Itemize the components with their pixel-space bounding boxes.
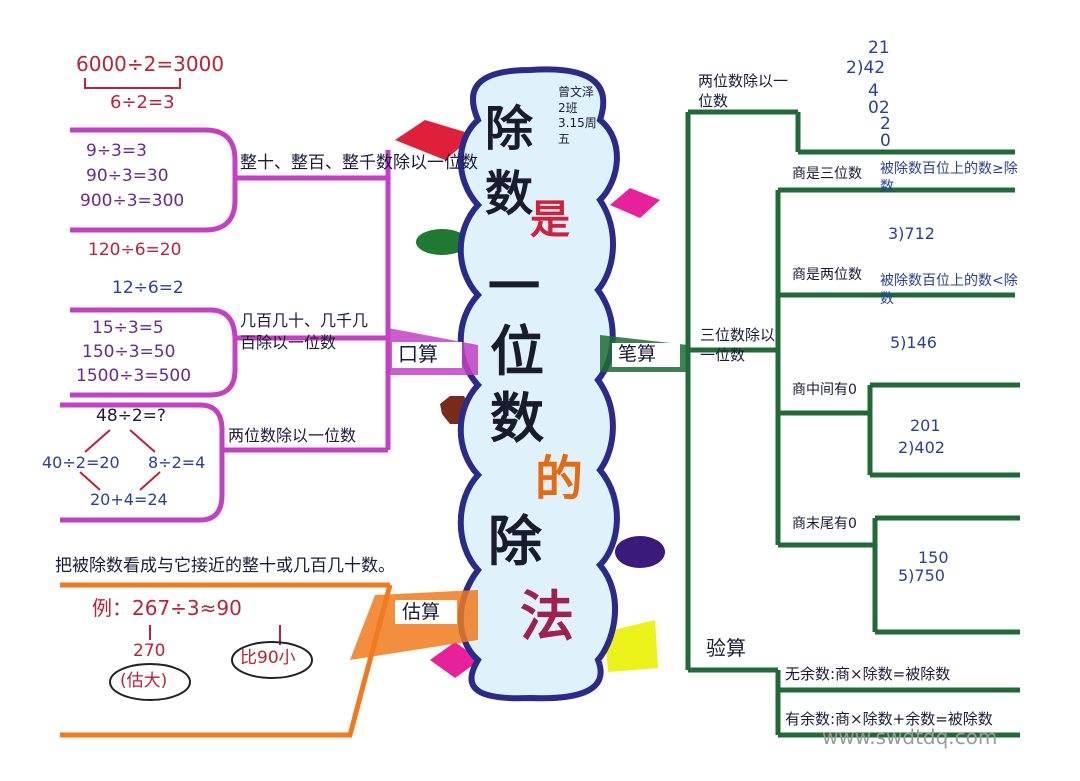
written-s3-quotient: 201 bbox=[910, 416, 941, 435]
title-char-2: 数 bbox=[485, 166, 534, 222]
written-b1-calc-step-2: 02 bbox=[868, 98, 890, 118]
oral-g2-item-1: 120÷6=20 bbox=[88, 240, 182, 260]
estimate-circle-1 bbox=[109, 663, 191, 701]
title-char-3: 是 bbox=[530, 197, 570, 243]
written-b1-label: 两位数除以一位数 bbox=[698, 72, 789, 110]
title-char-5: 位 bbox=[490, 320, 544, 383]
written-check-1: 无余数:商×除数=被除数 bbox=[785, 665, 951, 683]
estimate-rule: 把被除数看成与它接近的整十或几百几十数。 bbox=[55, 556, 395, 576]
oral-label: 口算 bbox=[398, 342, 438, 366]
written-s2-rule: 被除数百位上的数<除数 bbox=[880, 273, 1018, 308]
written-label: 笔算 bbox=[618, 343, 657, 365]
oral-g1-label: 整十、整百、整千数除以一位数 bbox=[240, 153, 478, 173]
purple-oval-shape bbox=[615, 536, 665, 568]
pink-diamond-shape bbox=[610, 188, 660, 218]
title-char-4: 一 bbox=[488, 258, 541, 318]
title-cloud-shape bbox=[457, 66, 620, 702]
written-label-box bbox=[612, 343, 680, 367]
title-char-9: 法 bbox=[520, 585, 574, 648]
written-b2-label: 三位数除以一位数 bbox=[700, 326, 776, 365]
oral-g2-item-2: 12÷6=2 bbox=[112, 278, 184, 298]
oral-g4-item-4: 20+4=24 bbox=[90, 490, 168, 509]
written-s1-rule: 被除数百位上的数≥除数 bbox=[880, 161, 1018, 196]
estimate-note-1: 270 bbox=[133, 641, 166, 661]
written-b1-calc-step-3: 2 bbox=[880, 114, 891, 134]
written-s2-label: 商是两位数 bbox=[792, 267, 862, 283]
written-b1-calc-dividend: 2)42 bbox=[846, 58, 886, 78]
oral-g4-item-3: 8÷2=4 bbox=[148, 453, 206, 472]
oral-g1-item-3: 900÷3=300 bbox=[80, 191, 185, 211]
oral-label-box bbox=[392, 342, 462, 368]
oral-g3-item-2: 150÷3=50 bbox=[82, 342, 176, 362]
oral-g4-item-2: 40÷2=20 bbox=[42, 453, 120, 472]
written-b1-calc-step-4: 0 bbox=[880, 131, 891, 151]
written-s3-dividend: 2)402 bbox=[898, 438, 945, 457]
arrow-lines bbox=[79, 429, 281, 645]
oral-branch bbox=[60, 127, 391, 523]
written-s4-label: 商末尾有0 bbox=[792, 516, 857, 532]
estimate-circle-2 bbox=[231, 641, 313, 679]
written-b1-calc-quotient: 21 bbox=[868, 38, 890, 58]
oral-top-sub-equation: 6÷2=3 bbox=[110, 92, 175, 113]
written-s4-quotient: 150 bbox=[918, 548, 949, 567]
estimate-note-2: (估大) bbox=[120, 671, 168, 691]
formula-bracket bbox=[84, 78, 181, 89]
author-signature: 曾文泽 2班 3.15周五 bbox=[558, 85, 597, 146]
red-diamond-shape bbox=[395, 120, 475, 160]
oral-g3-item-1: 15÷3=5 bbox=[92, 318, 164, 338]
title-char-7: 的 bbox=[535, 451, 584, 507]
written-s2-example: 5)146 bbox=[890, 333, 937, 352]
estimate-example: 例：267÷3≈90 bbox=[92, 596, 242, 620]
written-b1-calc-step-1: 4 bbox=[868, 81, 879, 101]
green-oval-shape bbox=[416, 229, 468, 255]
estimate-note-3: 比90小 bbox=[240, 648, 296, 668]
oral-g1-item-1: 9÷3=3 bbox=[86, 141, 147, 161]
oral-top-equation: 6000÷2=3000 bbox=[76, 52, 225, 76]
written-s1-example: 3)712 bbox=[888, 224, 935, 243]
oral-g3-label: 几百几十、几千几百除以一位数 bbox=[240, 311, 369, 353]
oral-g4-label: 两位数除以一位数 bbox=[228, 426, 357, 445]
oral-g3-item-3: 1500÷3=500 bbox=[76, 366, 192, 386]
written-s1-label: 商是三位数 bbox=[792, 166, 862, 182]
watermark-text: www.swdtdq.com bbox=[822, 725, 998, 749]
written-check-label: 验算 bbox=[706, 636, 746, 660]
oral-g4-item-1: 48÷2=? bbox=[96, 406, 166, 426]
written-s4-dividend: 5)750 bbox=[898, 566, 945, 585]
written-branch bbox=[685, 109, 1020, 738]
title-char-6: 数 bbox=[490, 387, 544, 450]
title-char-1: 除 bbox=[485, 101, 534, 157]
title-char-8: 除 bbox=[488, 510, 542, 573]
written-s3-label: 商中间有0 bbox=[792, 382, 857, 398]
estimate-label-box bbox=[395, 600, 457, 624]
estimate-label: 估算 bbox=[402, 601, 441, 623]
yellow-quad-shape bbox=[605, 620, 658, 672]
written-check-2: 有余数:商×除数+余数=被除数 bbox=[785, 710, 993, 728]
oral-g1-item-2: 90÷3=30 bbox=[86, 166, 169, 186]
